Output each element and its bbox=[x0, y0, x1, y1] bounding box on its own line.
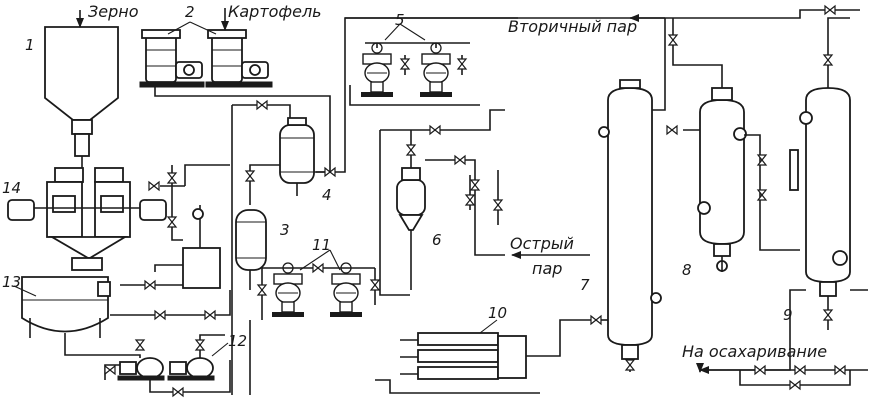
potato-machines-2 bbox=[139, 8, 331, 173]
vessel-4 bbox=[279, 17, 518, 196]
pumps-12 bbox=[64, 334, 231, 393]
label-live-steam-2: пар bbox=[532, 259, 562, 278]
pump-pair-5 bbox=[349, 23, 480, 106]
number-2: 2 bbox=[185, 3, 195, 21]
number-8: 8 bbox=[682, 261, 692, 279]
number-4: 4 bbox=[322, 186, 332, 204]
label-grain: Зерно bbox=[88, 2, 139, 21]
grain-bunker-1 bbox=[44, 10, 119, 168]
label-live-steam-1: Острый bbox=[510, 234, 574, 253]
number-6: 6 bbox=[432, 231, 442, 249]
heat-exchanger-10 bbox=[375, 319, 593, 394]
label-to-saccharification: На осахаривание bbox=[682, 342, 827, 361]
number-13: 13 bbox=[2, 273, 21, 291]
number-9: 9 bbox=[783, 306, 793, 324]
number-12: 12 bbox=[228, 332, 247, 350]
number-1: 1 bbox=[25, 36, 35, 54]
label-secondary-steam: Вторичный пар bbox=[508, 17, 637, 36]
column-9 bbox=[696, 17, 868, 373]
label-potato: Картофель bbox=[228, 2, 322, 21]
number-11: 11 bbox=[312, 236, 331, 254]
number-5: 5 bbox=[395, 11, 405, 29]
number-7: 7 bbox=[580, 276, 590, 294]
crusher-14 bbox=[7, 167, 167, 259]
separator-6 bbox=[379, 109, 505, 296]
number-3: 3 bbox=[280, 221, 290, 239]
number-10: 10 bbox=[488, 304, 507, 322]
mixer-13 bbox=[13, 257, 111, 345]
column-7 bbox=[593, 18, 666, 372]
column-8 bbox=[672, 18, 800, 272]
heater-3 bbox=[231, 104, 291, 395]
number-14: 14 bbox=[2, 179, 21, 197]
small-tank bbox=[110, 164, 231, 316]
